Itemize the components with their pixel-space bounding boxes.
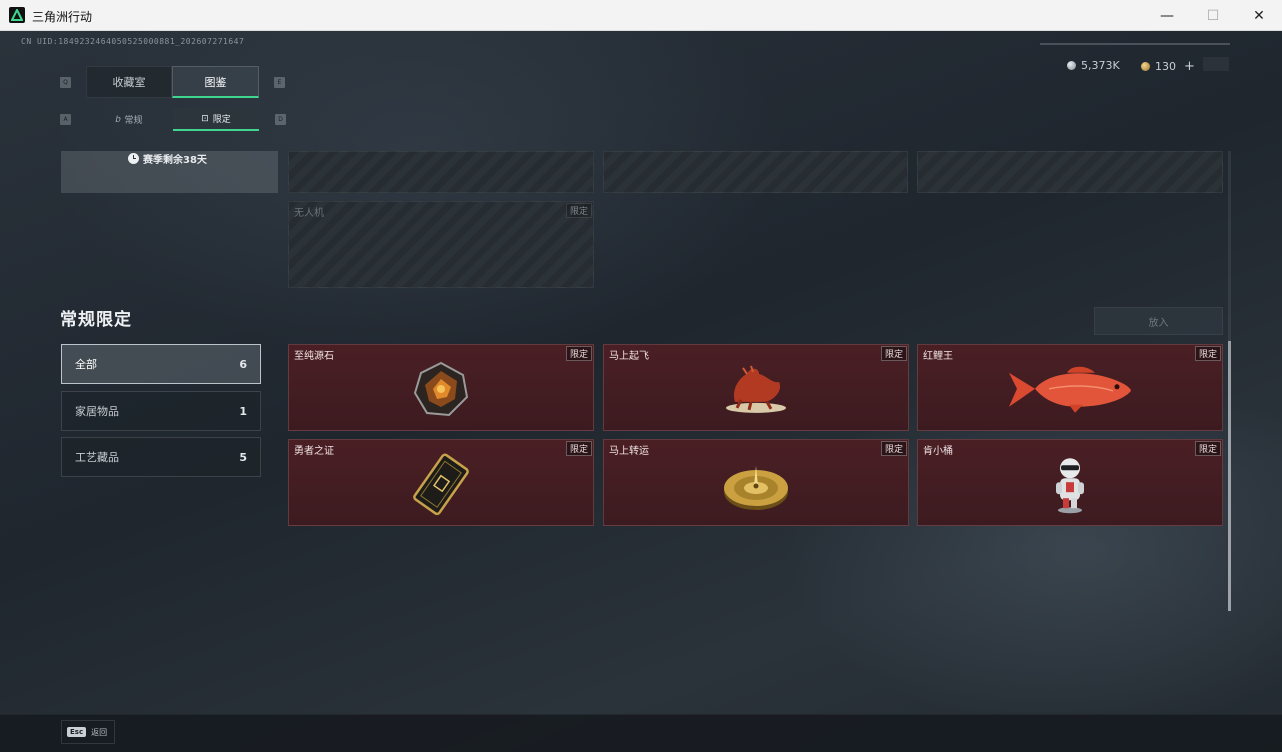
item-card[interactable]: 勇者之证 限定 <box>288 439 594 526</box>
carp-icon <box>1005 362 1135 418</box>
card-icon <box>408 453 474 519</box>
window-title: 三角洲行动 <box>32 10 93 24</box>
category-home[interactable]: 家居物品 1 <box>61 391 261 431</box>
gold-coin-icon <box>1141 62 1150 71</box>
horse-statue-icon <box>721 361 791 419</box>
locked-item-name: 无人机 <box>294 208 324 219</box>
regular-icon: 𝑏 <box>115 114 121 125</box>
currency-silver: 5,373K <box>1067 59 1120 72</box>
esc-key-hint: Esc <box>67 727 87 737</box>
silver-coin-icon <box>1067 61 1076 70</box>
item-card[interactable]: 肯小桶 限定 <box>917 439 1223 526</box>
item-card[interactable]: 红鲤王 限定 <box>917 344 1223 431</box>
limited-badge: 限定 <box>565 203 592 218</box>
season-panel: 赛季剩余38天 <box>61 151 278 193</box>
category-label: 全部 <box>75 358 97 371</box>
season-remaining-text: 赛季剩余38天 <box>143 154 207 166</box>
category-label: 工艺藏品 <box>75 451 119 464</box>
limited-badge: 限定 <box>565 441 592 456</box>
tab-codex-label: 图鉴 <box>204 75 227 89</box>
place-button[interactable]: 放入 <box>1094 307 1223 335</box>
item-name: 马上起飞 <box>609 351 649 362</box>
scrollbar-thumb[interactable] <box>1228 341 1231 611</box>
window-titlebar: 三角洲行动 — ☐ ✕ <box>0 0 1282 31</box>
uid-label: CN UID:1849232464050525000881_2026072716… <box>21 37 245 46</box>
key-hint-e: E <box>274 77 285 88</box>
item-card[interactable]: 马上起飞 限定 <box>603 344 909 431</box>
limited-badge: 限定 <box>565 346 592 361</box>
category-count: 5 <box>239 450 247 464</box>
tab-limited[interactable]: ⊡ 限定 <box>173 108 259 131</box>
tab-collection[interactable]: 收藏室 <box>86 66 172 98</box>
season-remaining: 赛季剩余38天 <box>128 151 278 166</box>
limited-badge: 限定 <box>880 346 907 361</box>
category-crafts[interactable]: 工艺藏品 5 <box>61 437 261 477</box>
category-all[interactable]: 全部 6 <box>61 344 261 384</box>
item-name: 至纯源石 <box>294 351 334 362</box>
limited-badge: 限定 <box>1194 441 1221 456</box>
key-hint-d: D <box>275 114 286 125</box>
category-count: 1 <box>239 404 247 418</box>
category-count: 6 <box>239 357 247 371</box>
currency-gold[interactable]: 130 + <box>1141 59 1195 74</box>
back-button[interactable]: Esc 返回 <box>61 720 115 744</box>
app-logo-icon <box>9 7 25 23</box>
bottom-bar: Esc 返回 <box>0 714 1282 752</box>
key-hint-a: A <box>60 114 71 125</box>
item-name: 勇者之证 <box>294 446 334 457</box>
item-card[interactable]: 至纯源石 限定 <box>288 344 594 431</box>
game-viewport: CN UID:1849232464050525000881_2026072716… <box>0 31 1282 752</box>
item-name: 肯小桶 <box>923 446 953 457</box>
section-title: 常规限定 <box>60 310 132 330</box>
clock-icon <box>128 152 139 164</box>
figurine-icon <box>1050 454 1090 518</box>
tab-limited-label: 限定 <box>212 115 231 125</box>
maximize-icon[interactable]: ☐ <box>1206 7 1220 24</box>
stone-icon <box>411 361 471 421</box>
limited-icon: ⊡ <box>201 113 209 124</box>
tab-codex[interactable]: 图鉴 <box>172 66 259 98</box>
limited-badge: 限定 <box>1194 346 1221 361</box>
tab-collection-label: 收藏室 <box>112 76 146 89</box>
top-divider <box>1040 43 1230 45</box>
minimize-icon[interactable]: — <box>1160 7 1174 24</box>
currency-silver-value: 5,373K <box>1081 59 1120 72</box>
item-name: 马上转运 <box>609 446 649 457</box>
limited-badge: 限定 <box>880 441 907 456</box>
locked-item-card[interactable] <box>603 151 908 193</box>
item-card[interactable]: 马上转运 限定 <box>603 439 909 526</box>
category-label: 家居物品 <box>75 405 119 418</box>
locked-item-card[interactable] <box>917 151 1223 193</box>
locked-item-card[interactable] <box>288 151 594 193</box>
tab-regular-label: 常规 <box>124 116 143 126</box>
locked-item-card[interactable]: 无人机 限定 <box>288 201 594 288</box>
key-hint-q: Q <box>60 77 71 88</box>
item-name: 红鲤王 <box>923 351 953 362</box>
scrollbar[interactable] <box>1228 151 1231 611</box>
currency-extra-slot <box>1203 57 1229 71</box>
back-label: 返回 <box>91 727 108 737</box>
tab-regular[interactable]: 𝑏 常规 <box>86 108 172 131</box>
add-currency-button[interactable]: + <box>1184 59 1195 74</box>
currency-gold-value: 130 <box>1155 60 1176 73</box>
compass-plate-icon <box>722 456 790 516</box>
close-icon[interactable]: ✕ <box>1253 7 1265 24</box>
